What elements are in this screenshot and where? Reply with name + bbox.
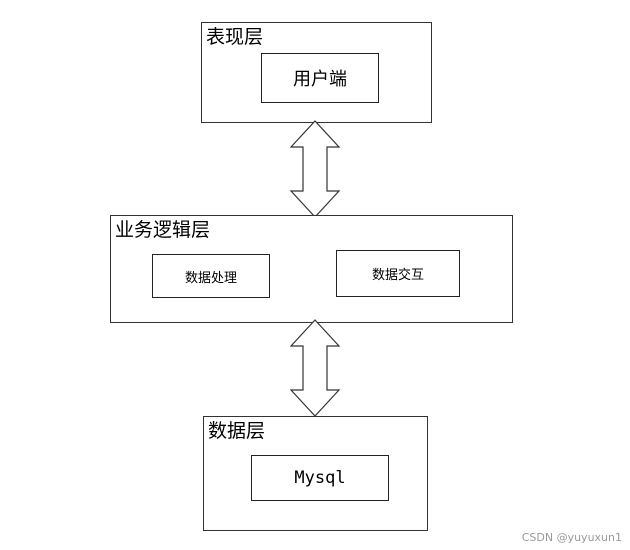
presentation-layer-title: 表现层 — [206, 26, 264, 48]
data-layer: 数据层 Mysql — [203, 416, 428, 531]
client-box: 用户端 — [261, 53, 379, 103]
double-arrow-icon — [289, 319, 341, 417]
data-layer-title: 数据层 — [208, 420, 266, 442]
mysql-box: Mysql — [251, 455, 389, 501]
double-arrow-icon — [289, 120, 341, 218]
business-logic-layer: 业务逻辑层 数据处理 数据交互 — [110, 215, 513, 323]
presentation-layer: 表现层 用户端 — [201, 22, 432, 123]
data-interaction-box: 数据交互 — [336, 250, 460, 297]
business-layer-title: 业务逻辑层 — [115, 219, 211, 241]
data-process-box: 数据处理 — [152, 254, 270, 298]
watermark: CSDN @yuyuxun1 — [521, 531, 622, 544]
